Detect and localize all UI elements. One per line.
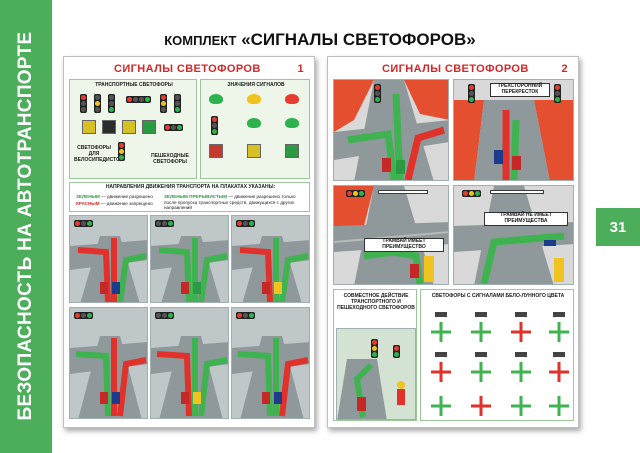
intersection-scene-1 — [69, 215, 148, 303]
signal-meaning-icon — [285, 118, 299, 128]
tram-no-priority-label: ТРАМВАЙ НЕ ИМЕЕТ ПРЕИМУЩЕСТВА — [484, 212, 568, 226]
traffic-light-icon — [346, 190, 365, 197]
directions-legend: НАПРАВЛЕНИЯ ДВИЖЕНИЯ ТРАНСПОРТА НА ПЛАКА… — [69, 182, 310, 212]
joint-action-scene — [336, 328, 416, 420]
page-number-badge: 31 — [596, 208, 640, 246]
legend-red-text: — движение запрещено — [100, 201, 153, 206]
intersection-scene-6 — [231, 307, 310, 419]
tram-priority-scene: ТРАМВАЙ ИМЕЕТ ПРЕИМУЩЕСТВО — [333, 185, 449, 285]
traffic-light-icon — [74, 220, 93, 227]
traffic-light-icon — [80, 94, 87, 113]
signal-sign-icon — [247, 144, 261, 158]
legend-blinking: ЗЕЛЕНЫМ ПРЕРЫВИСТЫМ — движение разрешено… — [164, 194, 307, 211]
three-way-scene-left — [333, 79, 449, 181]
signal-meanings-label: ЗНАЧЕНИЯ СИГНАЛОВ — [227, 82, 285, 88]
traffic-light-icon — [74, 312, 93, 319]
traffic-light-icon — [374, 84, 381, 103]
legend-red-word: КРАСНЫМ — [76, 201, 100, 206]
side-band: БЕЗОПАСНОСТЬ НА АВТОТРАНСПОРТЕ — [0, 0, 52, 453]
main-title: КОМПЛЕКТ «СИГНАЛЫ СВЕТОФОРОВ» — [150, 30, 490, 50]
side-title: БЕЗОПАСНОСТЬ НА АВТОТРАНСПОРТЕ — [15, 31, 36, 421]
signal-sign-icon — [102, 120, 116, 134]
signal-sign-icon — [209, 144, 223, 158]
traffic-light-icon — [554, 84, 561, 103]
signal-sign-icon — [122, 120, 136, 134]
signal-meaning-icon — [285, 94, 299, 104]
white-lunar-panel: СВЕТОФОРЫ С СИГНАЛАМИ БЕЛО-ЛУННОГО ЦВЕТА — [420, 289, 574, 421]
traffic-light-icon — [108, 94, 115, 113]
white-lunar-label: СВЕТОФОРЫ С СИГНАЛАМИ БЕЛО-ЛУННОГО ЦВЕТА — [431, 293, 565, 299]
signal-sign-icon — [82, 120, 96, 134]
poster-1-header: СИГНАЛЫ СВЕТОФОРОВ 1 — [64, 61, 314, 77]
traffic-light-icon — [94, 94, 101, 113]
transport-lights-label: ТРАНСПОРТНЫЕ СВЕТОФОРЫ — [95, 82, 173, 88]
bicycle-lights-label: СВЕТОФОРЫ ДЛЯ ВЕЛОСИПЕДИСТОВ — [74, 145, 124, 163]
poster-2: СИГНАЛЫ СВЕТОФОРОВ 2 ТРЕХСТОРОННИЙ ПЕРЕК… — [327, 56, 579, 428]
intersection-scene-4 — [69, 307, 148, 419]
traffic-light-icon — [155, 220, 174, 227]
white-lunar-arrows — [431, 312, 569, 416]
legend-blink-text: — движение разрешено только после пропус… — [164, 194, 296, 210]
tram-priority-note — [378, 190, 428, 194]
traffic-light-icon — [462, 190, 481, 197]
traffic-light-icon — [164, 124, 183, 131]
signal-sign-icon — [142, 120, 156, 134]
poster-1: СИГНАЛЫ СВЕТОФОРОВ 1 ТРАНСПОРТНЫЕ СВЕТОФ… — [63, 56, 315, 428]
tram-no-priority-scene: ТРАМВАЙ НЕ ИМЕЕТ ПРЕИМУЩЕСТВА — [453, 185, 574, 285]
intersection-scene-5 — [150, 307, 229, 419]
traffic-light-icon — [174, 94, 181, 113]
intersection-scene-2 — [150, 215, 229, 303]
directions-heading: НАПРАВЛЕНИЯ ДВИЖЕНИЯ ТРАНСПОРТА НА ПЛАКА… — [105, 184, 276, 190]
main-title-prefix: КОМПЛЕКТ — [164, 33, 237, 48]
traffic-light-icon — [126, 96, 151, 103]
traffic-light-icon — [160, 94, 167, 113]
tram-no-priority-note — [490, 190, 544, 194]
tram-priority-label: ТРАМВАЙ ИМЕЕТ ПРЕИМУЩЕСТВО — [364, 238, 444, 252]
signal-meaning-icon — [247, 94, 261, 104]
signal-meaning-icon — [209, 94, 223, 104]
poster-2-number: 2 — [561, 63, 568, 75]
legend-green-word: ЗЕЛЕНЫМ — [76, 194, 100, 199]
traffic-light-icon — [155, 312, 174, 319]
joint-action-panel: СОВМЕСТНОЕ ДЕЙСТВИЕ ТРАНСПОРТНОГО И ПЕШЕ… — [333, 289, 417, 421]
poster-2-header: СИГНАЛЫ СВЕТОФОРОВ 2 — [328, 61, 578, 77]
poster-1-title: СИГНАЛЫ СВЕТОФОРОВ — [114, 63, 261, 75]
legend-green-text: — движение разрешено — [101, 194, 153, 199]
joint-action-label: СОВМЕСТНОЕ ДЕЙСТВИЕ ТРАНСПОРТНОГО И ПЕШЕ… — [337, 293, 415, 311]
traffic-light-icon — [211, 116, 218, 135]
legend-blink-word: ЗЕЛЕНЫМ ПРЕРЫВИСТЫМ — [164, 194, 228, 199]
poster-1-number: 1 — [297, 63, 304, 75]
main-title-name: «СИГНАЛЫ СВЕТОФОРОВ» — [241, 30, 476, 49]
traffic-light-icon — [236, 220, 255, 227]
traffic-light-icon — [468, 84, 475, 103]
legend-allowed: ЗЕЛЕНЫМ — движение разрешено — [76, 194, 164, 200]
signal-sign-icon — [285, 144, 299, 158]
three-way-scene-right: ТРЕХСТОРОННИЙ ПЕРЕКРЕСТОК — [453, 79, 574, 181]
traffic-light-icon — [118, 142, 125, 161]
transport-lights-panel: ТРАНСПОРТНЫЕ СВЕТОФОРЫ СВЕТОФОРЫ ДЛЯ ВЕЛ… — [69, 79, 197, 179]
intersection-scene-3 — [231, 215, 310, 303]
pedestrian-lights-label: ПЕШЕХОДНЫЕ СВЕТОФОРЫ — [151, 153, 189, 165]
signal-meanings-panel: ЗНАЧЕНИЯ СИГНАЛОВ — [200, 79, 310, 179]
signal-meaning-icon — [247, 118, 261, 128]
three-way-label: ТРЕХСТОРОННИЙ ПЕРЕКРЕСТОК — [490, 83, 550, 97]
poster-2-title: СИГНАЛЫ СВЕТОФОРОВ — [382, 63, 529, 75]
legend-forbidden: КРАСНЫМ — движение запрещено — [76, 201, 164, 207]
pedestrian-light-icon — [393, 345, 400, 358]
traffic-light-icon — [236, 312, 255, 319]
traffic-light-icon — [371, 339, 378, 358]
